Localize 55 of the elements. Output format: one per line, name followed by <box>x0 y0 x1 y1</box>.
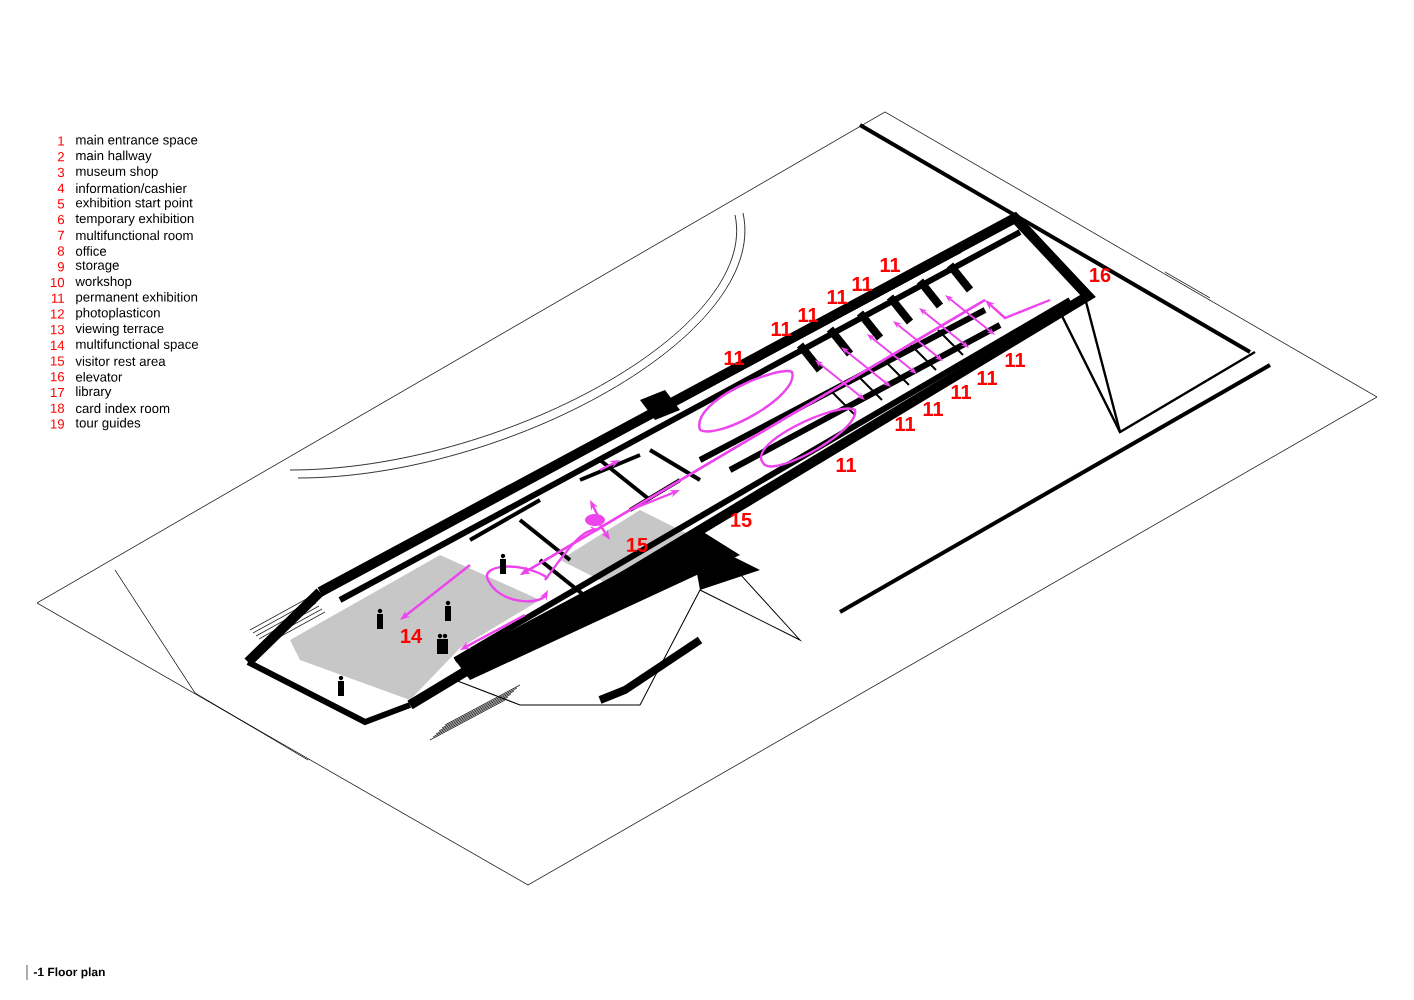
legend-number: 17 <box>50 387 64 398</box>
legend-number: 8 <box>57 246 65 256</box>
caption: -1 Floor plan <box>33 967 105 979</box>
callout-number: 14 <box>401 629 422 643</box>
legend-text: storage <box>75 261 119 273</box>
legend-text: viewing terrace <box>75 323 164 336</box>
callout-number: 11 <box>923 402 944 416</box>
legend-number: 19 <box>50 419 64 429</box>
callout-number: 11 <box>724 351 745 365</box>
legend-text: main hallway <box>76 150 152 163</box>
callout-number: 11 <box>1005 353 1026 367</box>
legend-text: multifunctional space <box>76 339 199 352</box>
legend-number: 12 <box>50 309 64 319</box>
legend-number: 6 <box>57 214 65 225</box>
callout-number: 11 <box>827 290 848 304</box>
callout-number: 15 <box>627 538 648 552</box>
legend-number: 3 <box>57 167 65 178</box>
callout-number: 11 <box>798 308 819 322</box>
legend-text: elevator <box>75 371 123 382</box>
legend-text: photoplasticon <box>76 307 160 321</box>
legend-text: museum shop <box>76 166 158 179</box>
legend-text: exhibition start point <box>75 197 193 211</box>
legend-number: 11 <box>51 293 64 303</box>
legend-number: 7 <box>57 230 64 240</box>
callout-number: 11 <box>977 371 998 385</box>
legend-text: multifunctional room <box>76 230 193 241</box>
callout-number: 11 <box>951 385 972 399</box>
legend-number: 18 <box>50 403 65 413</box>
legend-number: 15 <box>50 356 65 366</box>
callout-number: 11 <box>880 258 901 272</box>
legend-number: 9 <box>57 262 64 272</box>
legend-number: 13 <box>50 324 65 335</box>
legend-text: main entrance space <box>76 134 198 148</box>
legend-number: 2 <box>57 152 64 162</box>
legend-number: 1 <box>58 136 64 146</box>
callout-number: 11 <box>836 458 857 472</box>
legend-text: permanent exhibition <box>76 292 198 305</box>
legend-number: 4 <box>57 183 65 193</box>
legend-text: card index room <box>75 403 170 414</box>
callout-number: 15 <box>731 513 752 527</box>
legend-number: 5 <box>57 199 65 209</box>
legend-text: information/cashier <box>76 183 187 194</box>
legend-text: office <box>75 246 107 256</box>
legend-text: visitor rest area <box>75 356 166 366</box>
legend-number: 10 <box>50 277 65 288</box>
legend-text: temporary exhibition <box>75 213 194 226</box>
callout-number: 11 <box>852 277 873 291</box>
callout-number: 11 <box>895 417 916 431</box>
legend-text: workshop <box>75 276 132 289</box>
legend-number: 16 <box>50 372 65 382</box>
legend-number: 14 <box>50 340 65 350</box>
callout-number: 16 <box>1090 267 1111 283</box>
legend-text: tour guides <box>75 417 141 431</box>
callout-number: 11 <box>771 322 792 336</box>
legend-text: library <box>76 386 112 399</box>
